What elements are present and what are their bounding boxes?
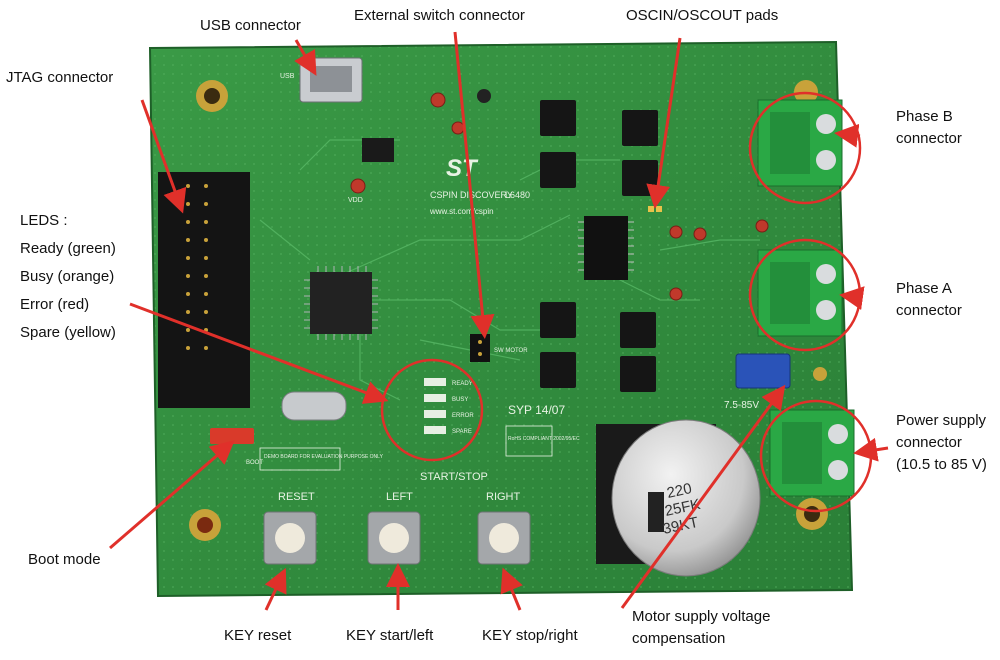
leds-title: LEDS :: [20, 212, 68, 229]
power-line1: Power supply: [896, 412, 987, 429]
silk-syp: SYP 14/07: [508, 403, 565, 417]
mounting-holes: [189, 80, 828, 541]
silk-busy: BUSY: [452, 397, 468, 403]
silk-reset: RESET: [278, 491, 315, 503]
bulk-capacitor: [611, 419, 761, 577]
push-buttons: [263, 511, 531, 565]
crystal: [281, 391, 347, 421]
cap-mark-1: 220: [665, 480, 693, 502]
leds-busy: Busy (orange): [20, 268, 115, 285]
silk-demo: DEMO BOARD FOR EVALUATION PURPOSE ONLY: [264, 454, 384, 460]
callout-phase-b: Phase B connector: [896, 106, 962, 150]
callout-motor-comp: Motor supply voltage compensation: [632, 606, 770, 650]
microcontroller: [310, 272, 372, 334]
boot-jumper: [210, 428, 254, 444]
callout-leds: LEDS : Ready (green) Busy (orange) Error…: [20, 210, 116, 344]
leds-error: Error (red): [20, 296, 90, 313]
callout-power-supply: Power supply connector (10.5 to 85 V): [896, 410, 987, 476]
silk-right: RIGHT: [486, 491, 521, 503]
power-line2: connector: [896, 434, 962, 451]
motor-comp-line2: compensation: [632, 630, 726, 647]
callout-phase-a: Phase A connector: [896, 278, 962, 322]
silk-boot: BOOT: [246, 460, 263, 466]
leds-ready: Ready (green): [20, 240, 116, 257]
callout-key-reset: KEY reset: [224, 627, 292, 644]
silk-rohs: RoHS COMPLIANT 2002/95/EC: [508, 436, 580, 442]
callout-key-stop-right: KEY stop/right: [482, 627, 578, 644]
silk-ready: READY: [452, 381, 473, 387]
silk-error: ERROR: [452, 413, 474, 419]
st-logo: ST: [446, 155, 479, 182]
leds-spare: Spare (yellow): [20, 324, 116, 341]
driver-ic: [584, 216, 628, 280]
silk-usb: USB: [280, 73, 295, 80]
annotation-circles: [380, 91, 873, 513]
annotation-arrows: [109, 31, 889, 611]
silk-voltage: 7.5-85V: [724, 400, 759, 411]
silk-vdd: VDD: [348, 197, 363, 204]
phase-a-line1: Phase A: [896, 280, 952, 297]
trimmers: [350, 92, 769, 301]
silk-chip: L6480: [505, 190, 530, 200]
power-line3: (10.5 to 85 V): [896, 456, 987, 473]
terminal-blocks: [757, 99, 855, 497]
phase-b-line2: connector: [896, 130, 962, 147]
phase-b-line1: Phase B: [896, 108, 953, 125]
phase-a-line2: connector: [896, 302, 962, 319]
callout-external-switch: External switch connector: [354, 7, 525, 24]
silk-sw-motor: SW MOTOR: [494, 348, 528, 354]
silk-left: LEFT: [386, 491, 413, 503]
switch-header: [470, 334, 490, 362]
silk-start-stop: START/STOP: [420, 471, 488, 483]
motor-comp-line1: Motor supply voltage: [632, 608, 771, 625]
callout-boot-mode: Boot mode: [28, 551, 101, 568]
callout-key-start-left: KEY start/left: [346, 627, 434, 644]
blue-trimmer: [735, 353, 791, 389]
silk-spare: SPARE: [452, 429, 472, 435]
callout-jtag-connector: JTAG connector: [6, 69, 114, 86]
callout-usb-connector: USB connector: [200, 17, 301, 34]
svg-text:ST: ST: [446, 155, 479, 182]
callout-oscin-pads: OSCIN/OSCOUT pads: [626, 7, 779, 24]
jtag-header: [158, 172, 250, 408]
status-leds: [424, 378, 446, 434]
silk-url: www.st.com/cspin: [429, 207, 494, 216]
